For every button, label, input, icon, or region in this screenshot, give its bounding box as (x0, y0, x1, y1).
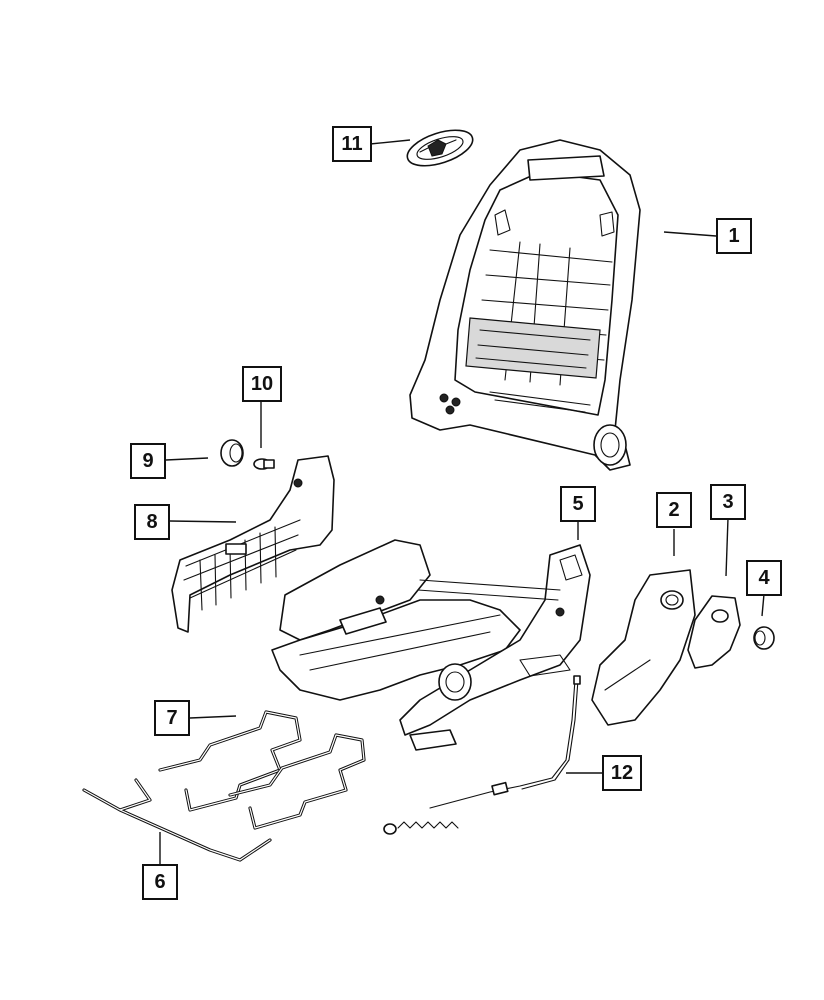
callout-7: 7 (154, 700, 190, 736)
callout-2: 2 (656, 492, 692, 528)
part-4-cap (753, 626, 775, 650)
callout-12: 12 (602, 755, 642, 791)
part-2-outboard-shield (591, 569, 696, 726)
callout-9: 9 (130, 443, 166, 479)
part-5-seat-adjuster (271, 539, 591, 751)
part-3-recliner-cover (687, 595, 741, 669)
callout-5: 5 (560, 486, 596, 522)
callout-1: 1 (716, 218, 752, 254)
part-1-seat-back-frame (409, 139, 641, 471)
callout-4: 4 (746, 560, 782, 596)
callout-11: 11 (332, 126, 372, 162)
leader-lines (159, 139, 765, 864)
callout-10: 10 (242, 366, 282, 402)
part-12-cable (383, 675, 581, 835)
part-6-torsion-bar (82, 778, 272, 862)
part-8-side-shield (171, 455, 335, 633)
part-11-lumbar-knob (406, 129, 474, 167)
part-9-cap (220, 439, 244, 467)
part-7-cushion-springs (158, 710, 366, 830)
callout-8: 8 (134, 504, 170, 540)
callout-6: 6 (142, 864, 178, 900)
part-10-screw (253, 458, 275, 470)
callout-3: 3 (710, 484, 746, 520)
